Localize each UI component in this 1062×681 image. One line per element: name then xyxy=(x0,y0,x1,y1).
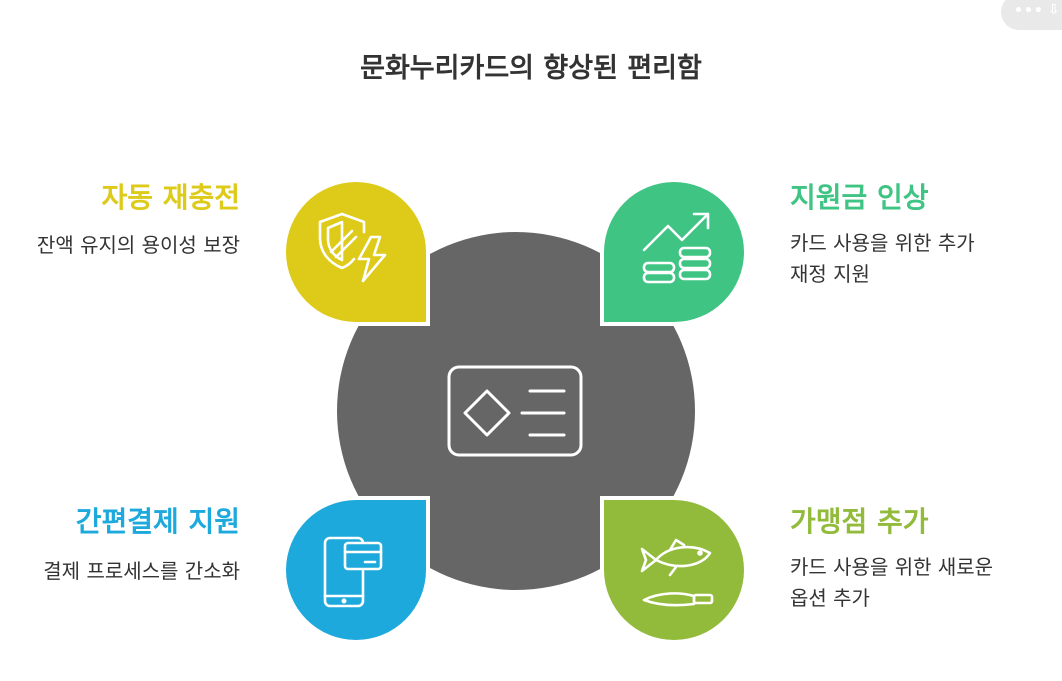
auto-recharge-heading: 자동 재충전 xyxy=(101,181,240,214)
auto-recharge-desc: 잔액 유지의 용이성 보장 xyxy=(37,230,240,261)
more-merchants-heading: 가맹점 추가 xyxy=(790,505,929,538)
simple-payment-desc: 결제 프로세스를 간소화 xyxy=(43,556,240,587)
desc-line: 카드 사용을 위한 새로운 xyxy=(790,555,994,579)
auto-recharge-petal xyxy=(286,182,426,322)
simple-payment-heading: 간편결제 지원 xyxy=(75,505,240,538)
more-icon: ••• xyxy=(1014,3,1044,19)
growth-coins-icon xyxy=(642,212,712,284)
desc-line: 옵션 추가 xyxy=(790,586,870,610)
diagram-title: 문화누리카드의 향상된 편리함 xyxy=(360,53,702,84)
subsidy-increase-desc: 카드 사용을 위한 추가 재정 지원 xyxy=(790,228,975,290)
card-icon xyxy=(447,365,583,457)
desc-line: 잔액 유지의 용이성 보장 xyxy=(36,233,240,257)
download-icon: ⇩ xyxy=(1048,2,1060,18)
subsidy-increase-petal xyxy=(604,182,744,322)
more-merchants-desc: 카드 사용을 위한 새로운 옵션 추가 xyxy=(790,552,993,614)
more-options-button[interactable]: ••• ⇩ xyxy=(1001,0,1062,30)
subsidy-increase-heading: 지원금 인상 xyxy=(790,181,929,214)
fish-knife-icon xyxy=(640,538,714,607)
shield-bolt-icon xyxy=(318,212,387,283)
phone-card-icon xyxy=(323,536,383,608)
desc-line: 카드 사용을 위한 추가 xyxy=(790,231,975,255)
desc-line: 결제 프로세스를 간소화 xyxy=(43,559,240,583)
desc-line: 재정 지원 xyxy=(790,262,870,286)
